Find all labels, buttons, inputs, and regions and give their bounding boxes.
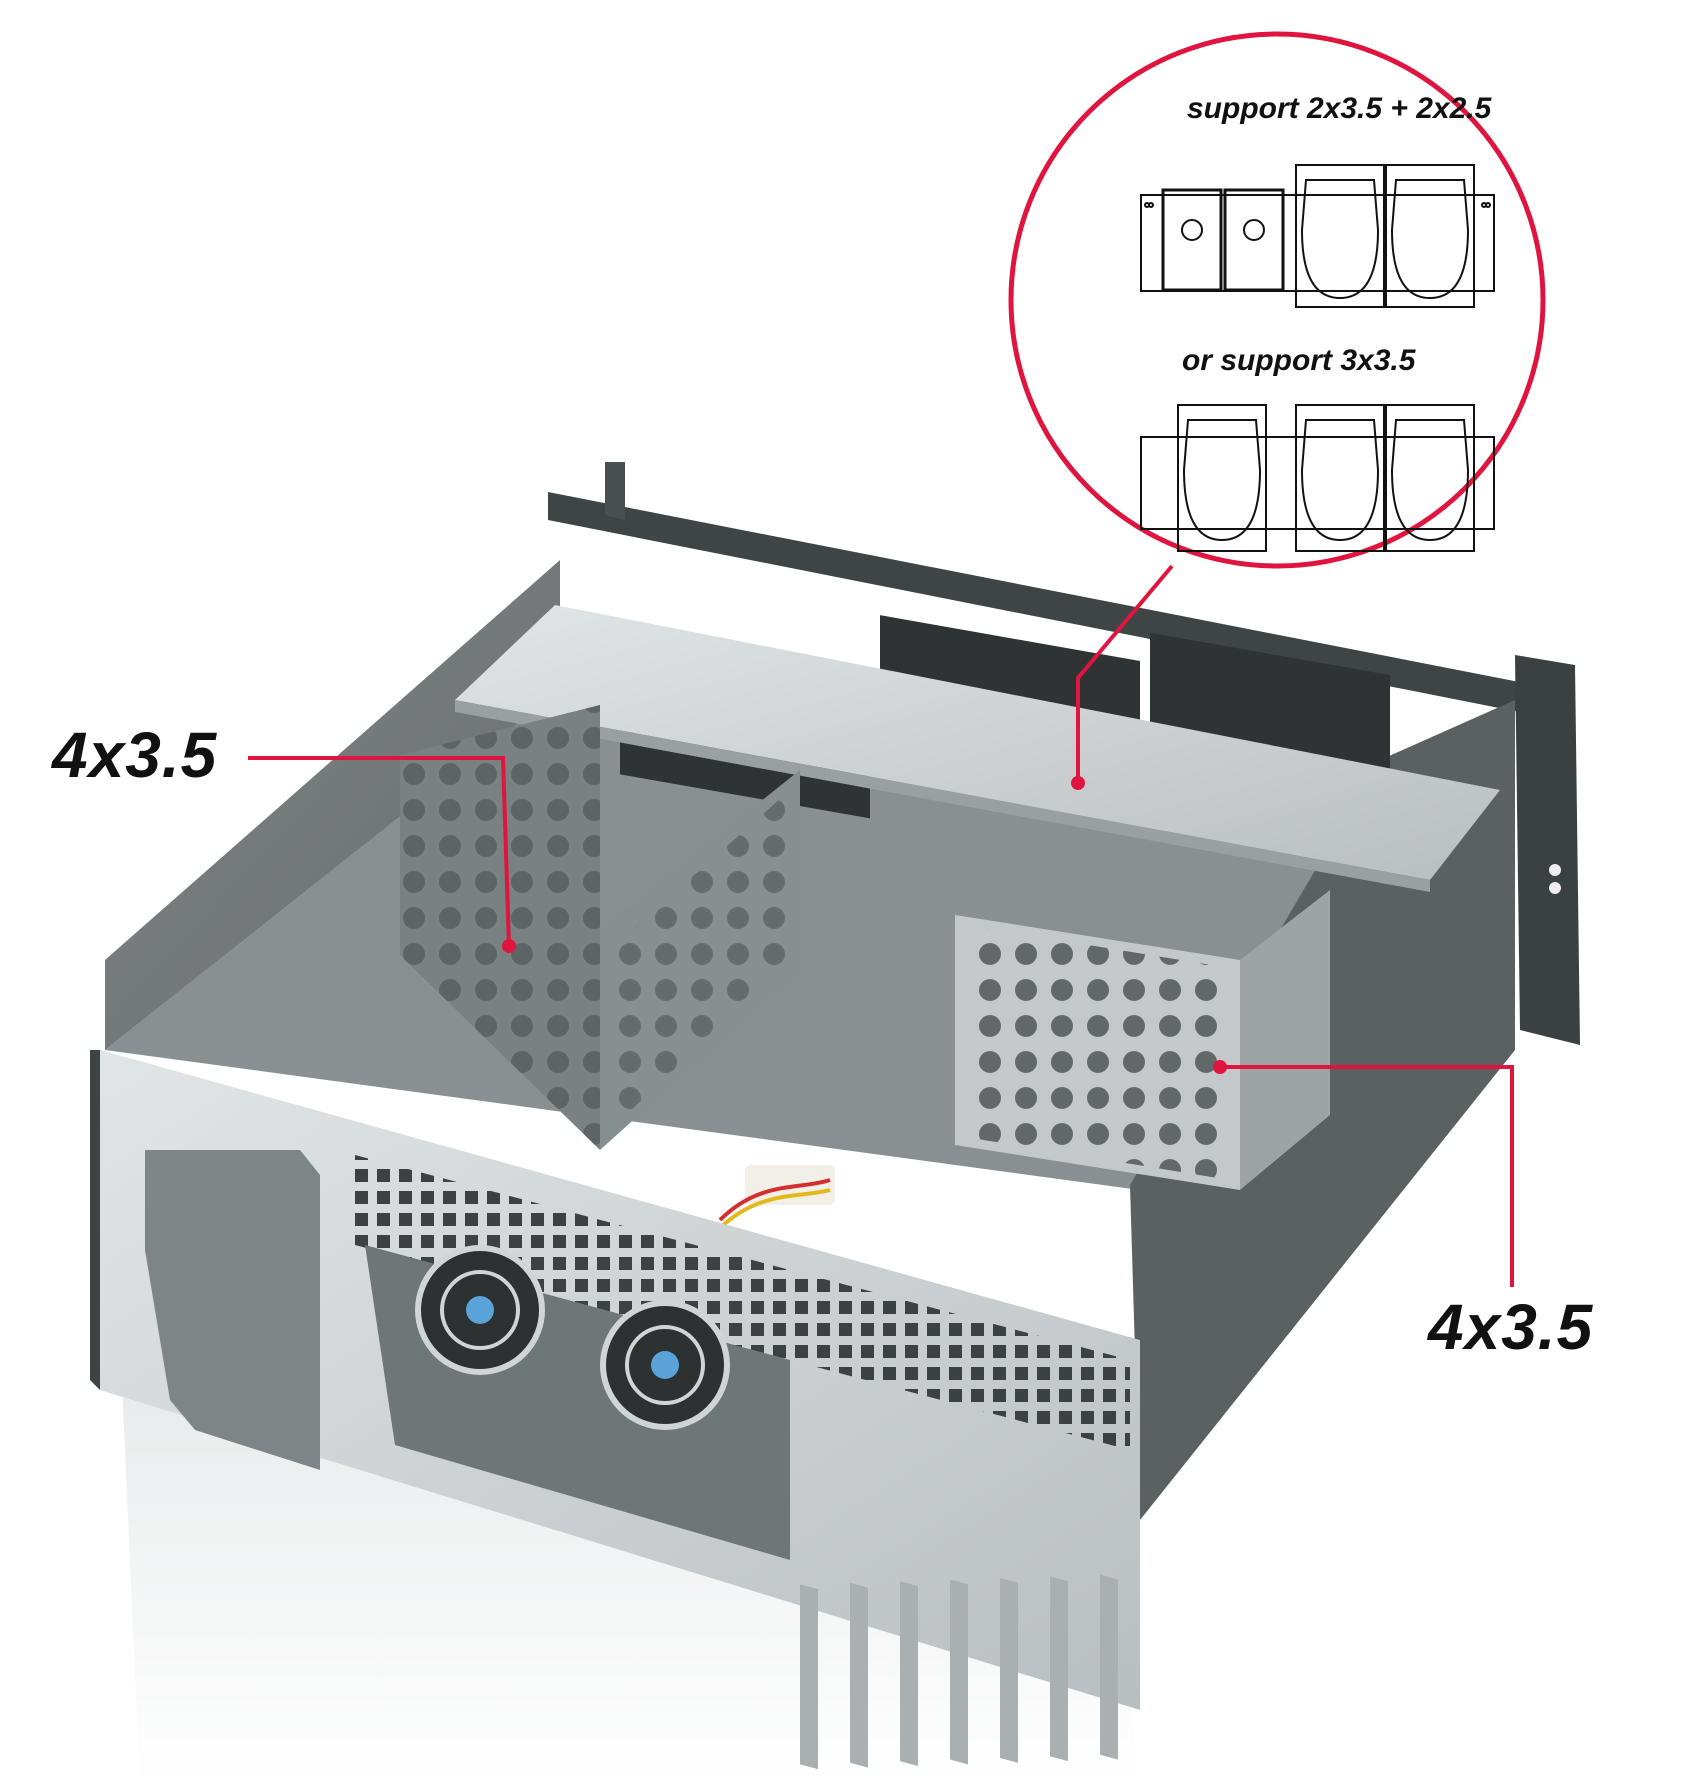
support-option-a-label: support 2x3.5 + 2x2.5 bbox=[1187, 92, 1492, 125]
left-bay-label: 4x3.5 bbox=[52, 719, 218, 791]
leader-left bbox=[248, 756, 511, 947]
rack-ear-right bbox=[1515, 655, 1580, 1045]
right-bay-label: 4x3.5 bbox=[1428, 1291, 1594, 1363]
drive-support-callout bbox=[1008, 31, 1546, 569]
support-option-b-label: or support 3x3.5 bbox=[1182, 344, 1416, 377]
top-drive-bracket bbox=[455, 605, 1500, 880]
left-wall bbox=[105, 560, 560, 1050]
diagram-row-a bbox=[1140, 164, 1495, 308]
expansion-slots bbox=[800, 1574, 1118, 1770]
leader-right bbox=[1220, 1065, 1514, 1287]
leader-lines bbox=[248, 564, 1514, 1287]
leader-top bbox=[1076, 564, 1174, 783]
front-vent bbox=[355, 1155, 1130, 1450]
psu-opening bbox=[145, 1150, 320, 1470]
diagram-row-b bbox=[1140, 404, 1495, 552]
